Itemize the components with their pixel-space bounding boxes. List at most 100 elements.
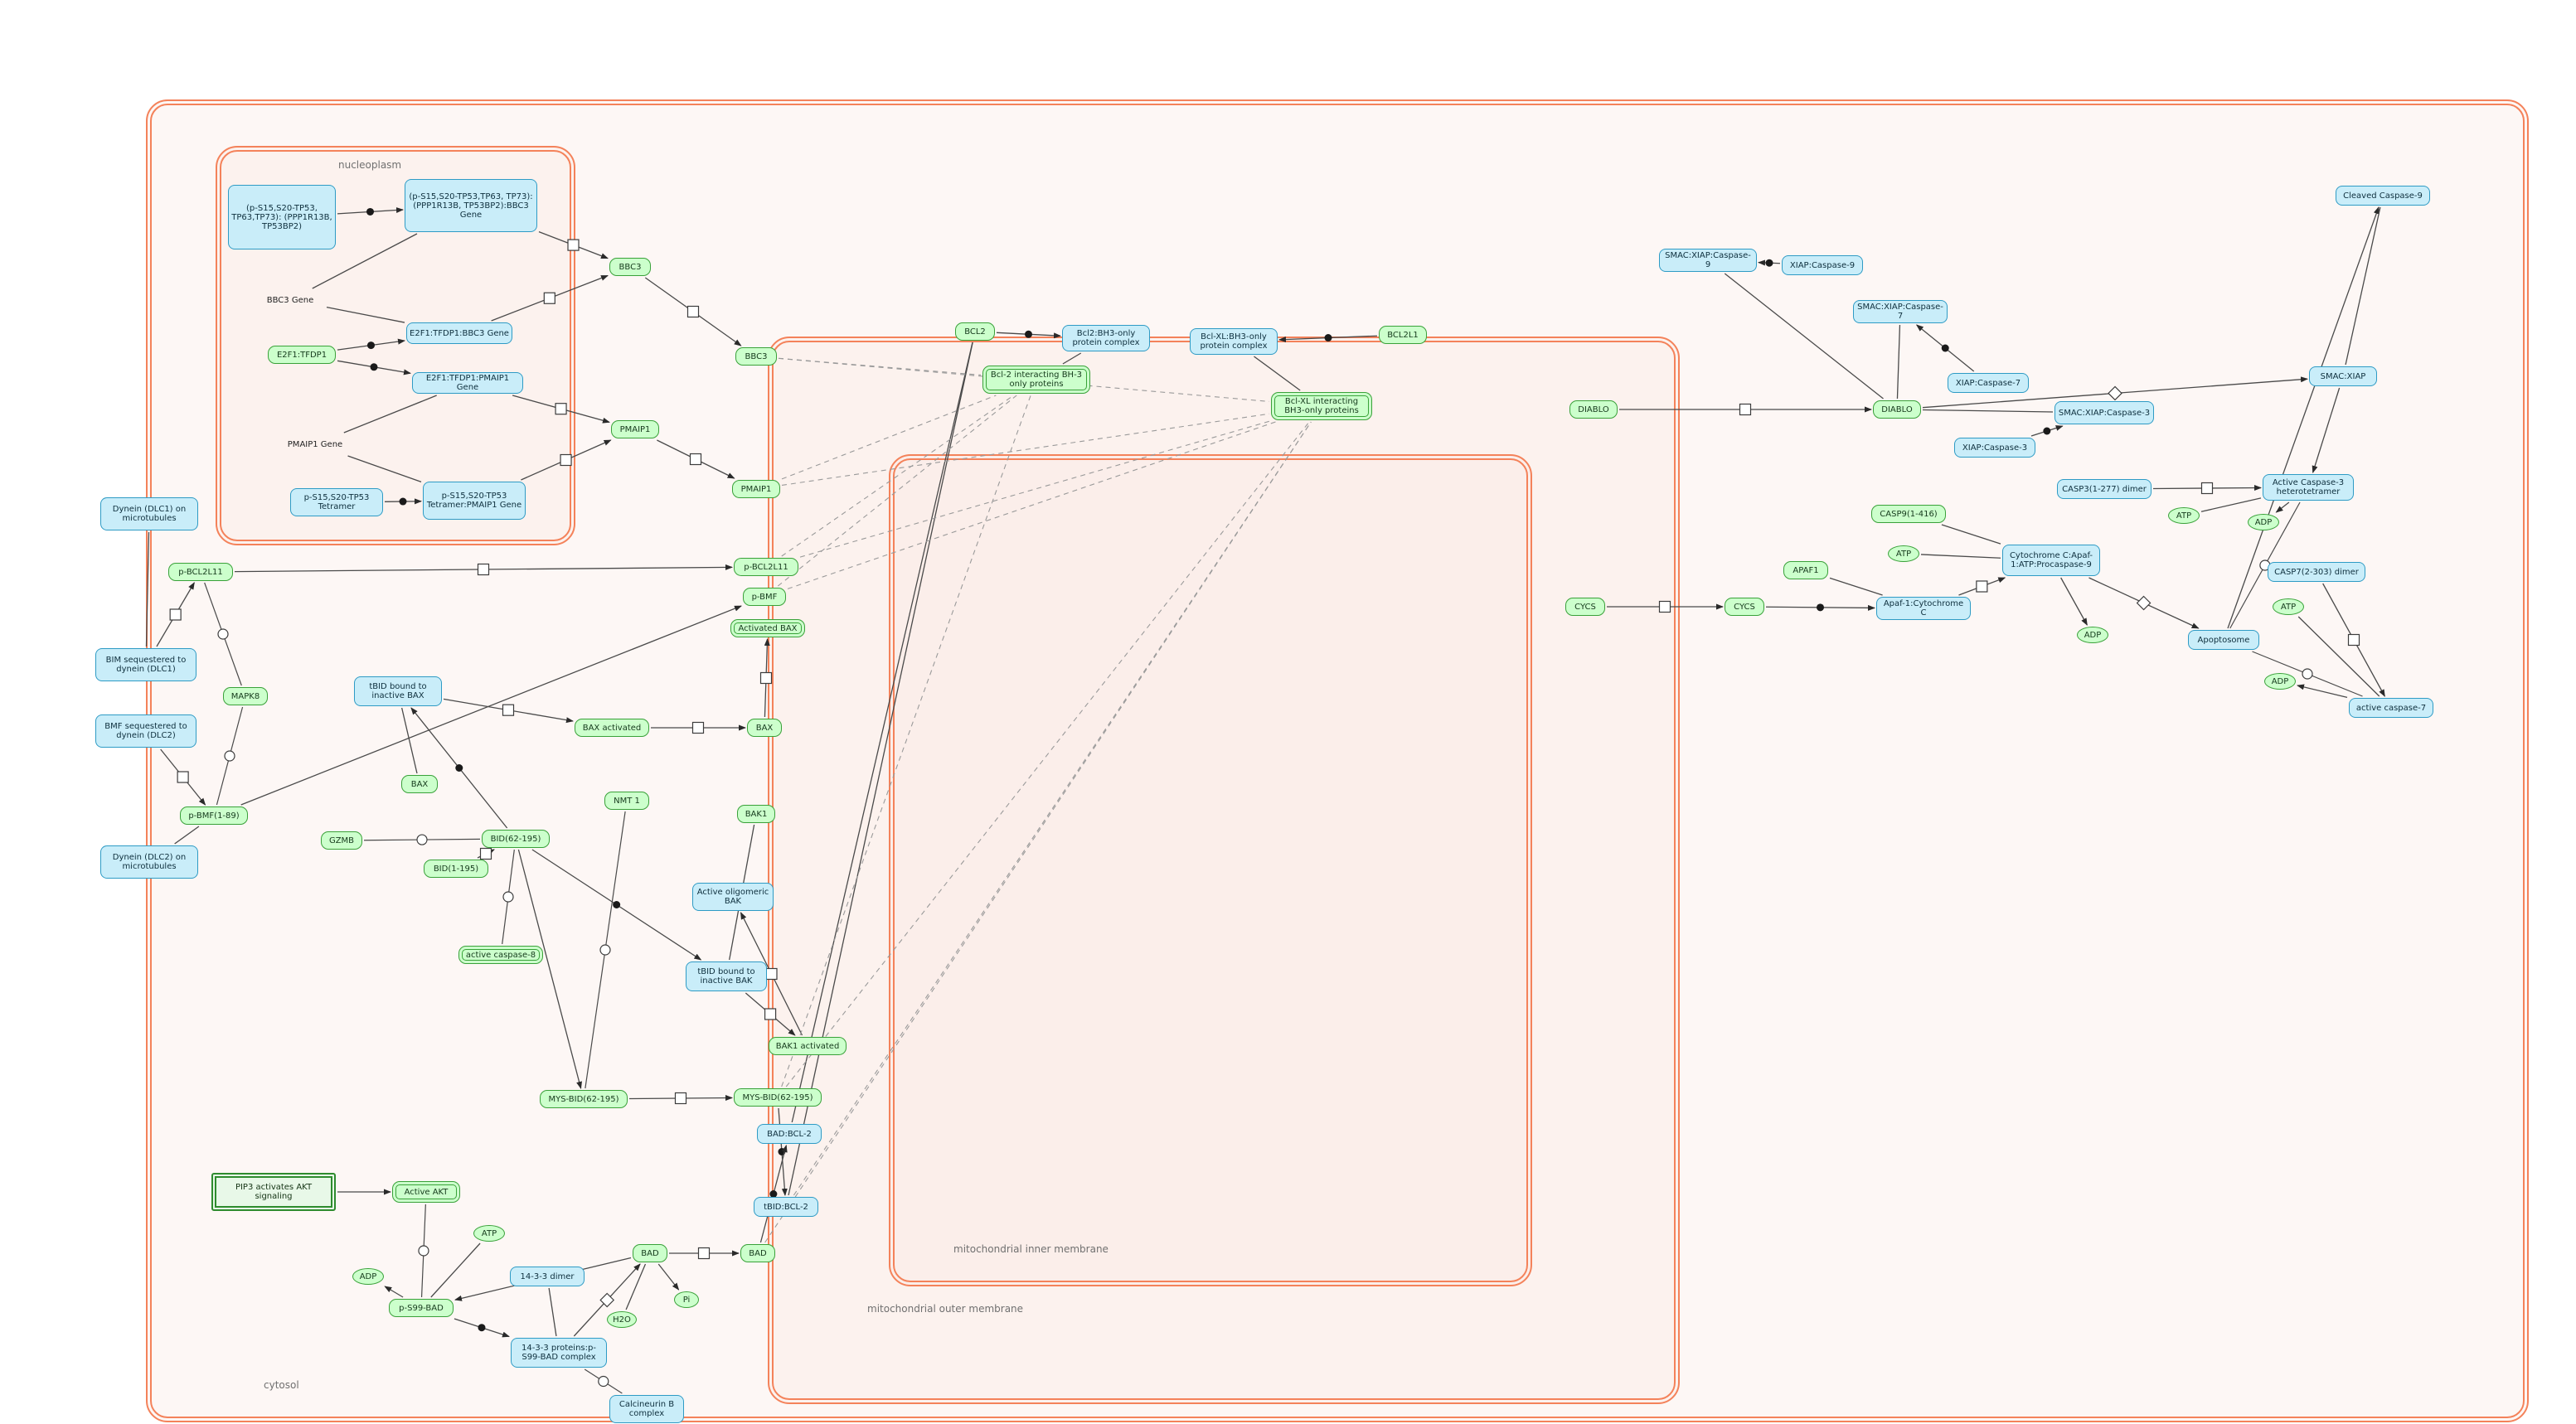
node-mys-bid-right[interactable]: MYS-BID(62-195)	[734, 1088, 822, 1107]
node-apaf1-cytc[interactable]: Apaf-1:Cytochrome C	[1876, 597, 1971, 620]
node-bclxl-interacting[interactable]: Bcl-XL interacting BH3-only proteins	[1271, 392, 1372, 420]
node-bax-membrane[interactable]: BAX	[747, 719, 782, 737]
node-bax-activated[interactable]: BAX activated	[575, 719, 649, 737]
node-mapk8[interactable]: MAPK8	[223, 687, 268, 705]
edge-p-bmf-mito-bcl2-interacting	[777, 395, 1017, 587]
node-bak1-activated[interactable]: BAK1 activated	[769, 1037, 847, 1055]
node-p-s99-bad[interactable]: p-S99-BAD	[389, 1299, 454, 1317]
node-cytc-apaf1-procasp9[interactable]: Cytochrome C:Apaf-1:ATP:Procaspase-9	[2002, 545, 2100, 576]
reaction-glyph	[1817, 603, 1824, 612]
node-complex-14-3-3-bad[interactable]: 14-3-3 proteins:p-S99-BAD complex	[511, 1338, 607, 1368]
node-e2f1-tfdp1-pmaip1-gene[interactable]: E2F1:TFDP1:PMAIP1 Gene	[412, 372, 523, 394]
node-smac-xiap-casp3[interactable]: SMAC:XIAP:Caspase-3	[2054, 401, 2154, 424]
node-pmaip1-gene[interactable]: PMAIP1 Gene	[277, 434, 353, 454]
node-bax-inactive[interactable]: BAX	[401, 775, 438, 793]
edge-dynein-dlc2-p-bmf-1-89	[174, 826, 200, 845]
node-active-casp3[interactable]: Active Caspase-3 heterotetramer	[2263, 474, 2354, 501]
node-p-bcl2l11-left[interactable]: p-BCL2L11	[168, 563, 233, 581]
node-bak1[interactable]: BAK1	[737, 805, 775, 823]
node-active-casp7[interactable]: active caspase-7	[2349, 698, 2433, 718]
node-mys-bid-left[interactable]: MYS-BID(62-195)	[540, 1090, 628, 1108]
node-bbc3-cytosol[interactable]: BBC3	[735, 347, 777, 366]
node-bim-sequestered[interactable]: BIM sequestered to dynein (DLC1)	[95, 648, 196, 681]
node-apoptosome[interactable]: Apoptosome	[2188, 630, 2259, 650]
node-adp-casp3[interactable]: ADP	[2248, 514, 2279, 530]
node-dynein-dlc2[interactable]: Dynein (DLC2) on microtubules	[100, 845, 198, 879]
node-smac-xiap[interactable]: SMAC:XIAP	[2309, 366, 2377, 386]
node-dynein-dlc1[interactable]: Dynein (DLC1) on microtubules	[100, 497, 198, 530]
edge-mys-bid-right-bclxl-interacting	[785, 421, 1310, 1087]
node-activated-bax[interactable]: Activated BAX	[730, 619, 805, 637]
reaction-glyph	[367, 341, 375, 350]
node-diablo-mito[interactable]: DIABLO	[1569, 400, 1618, 419]
node-bad-bcl2[interactable]: BAD:BCL-2	[757, 1124, 822, 1144]
compartment-cytosol	[146, 99, 2529, 1422]
node-cycs-mito[interactable]: CYCS	[1565, 598, 1605, 616]
node-e2f1-tfdp1[interactable]: E2F1:TFDP1	[268, 346, 336, 364]
reaction-glyph	[2108, 385, 2122, 401]
node-cleaved-casp9[interactable]: Cleaved Caspase-9	[2336, 186, 2430, 206]
node-bid-62-195[interactable]: BID(62-195)	[482, 830, 550, 848]
node-smac-xiap-casp9[interactable]: SMAC:XIAP:Caspase-9	[1659, 249, 1757, 272]
node-tbid-bax[interactable]: tBID bound to inactive BAX	[354, 676, 442, 706]
node-xiap-casp7[interactable]: XIAP:Caspase-7	[1948, 373, 2029, 393]
node-bbc3-gene[interactable]: BBC3 Gene	[255, 290, 325, 310]
node-bid-1-195[interactable]: BID(1-195)	[424, 860, 488, 878]
node-bclxl-bh3-complex[interactable]: Bcl-XL:BH3-only protein complex	[1190, 328, 1278, 355]
node-p53-tetramer-pmaip1-gene[interactable]: p-S15,S20-TP53 Tetramer:PMAIP1 Gene	[423, 482, 526, 520]
reaction-glyph	[1941, 344, 1949, 352]
node-tbid-bak[interactable]: tBID bound to inactive BAK	[686, 961, 767, 991]
node-tp53-bbc3-gene-complex[interactable]: (p-S15,S20-TP53,TP63, TP73):(PPP1R13B, T…	[405, 179, 537, 232]
node-pmaip1-cytosol[interactable]: PMAIP1	[732, 480, 780, 498]
node-xiap-casp3[interactable]: XIAP:Caspase-3	[1954, 438, 2035, 458]
node-pi[interactable]: Pi	[674, 1291, 699, 1308]
node-atp-casp3[interactable]: ATP	[2168, 507, 2200, 524]
node-atp-akt[interactable]: ATP	[473, 1225, 505, 1242]
node-bcl2-interacting[interactable]: Bcl-2 interacting BH-3 only proteins	[982, 366, 1090, 394]
node-adp-casp7[interactable]: ADP	[2264, 673, 2296, 690]
node-apaf1[interactable]: APAF1	[1783, 561, 1828, 579]
node-active-caspase-8[interactable]: active caspase-8	[458, 946, 543, 964]
node-casp7-dimer[interactable]: CASP7(2-303) dimer	[2268, 562, 2365, 582]
node-p-bmf-1-89[interactable]: p-BMF(1-89)	[180, 806, 248, 825]
node-bbc3-nucleus[interactable]: BBC3	[609, 258, 651, 276]
reaction-glyph	[477, 563, 490, 576]
node-p-bmf-mito[interactable]: p-BMF	[743, 588, 786, 606]
reaction-glyph	[613, 901, 621, 908]
node-bcl2l1[interactable]: BCL2L1	[1379, 326, 1427, 344]
node-pip3-akt[interactable]: PIP3 activates AKT signaling	[211, 1173, 336, 1211]
node-nmt1[interactable]: NMT 1	[604, 792, 649, 810]
node-atp-apopt[interactable]: ATP	[1888, 545, 1919, 562]
node-xiap-casp9[interactable]: XIAP:Caspase-9	[1782, 255, 1863, 275]
node-casp9-1-416[interactable]: CASP9(1-416)	[1871, 505, 1946, 523]
node-pmaip1-nucleus[interactable]: PMAIP1	[611, 420, 659, 438]
edge-active-casp3-adp-casp3	[2275, 501, 2290, 513]
edge-p-bmf-1-89-p-bmf-mito	[240, 605, 742, 806]
node-adp-akt[interactable]: ADP	[352, 1268, 384, 1285]
node-tbid-bcl2[interactable]: tBID:BCL-2	[754, 1197, 818, 1217]
node-active-akt[interactable]: Active AKT	[392, 1181, 460, 1203]
reaction-glyph	[2302, 668, 2313, 680]
node-calcineurin[interactable]: Calcineurin B complex	[609, 1395, 684, 1423]
node-casp3-dimer[interactable]: CASP3(1-277) dimer	[2057, 479, 2152, 499]
node-active-oligomeric-bak[interactable]: Active oligomeric BAK	[692, 883, 774, 911]
node-cycs-cytosol[interactable]: CYCS	[1725, 598, 1764, 616]
node-bcl2-bh3-complex[interactable]: Bcl2:BH3-only protein complex	[1062, 325, 1150, 351]
node-e2f1-tfdp1-bbc3-gene[interactable]: E2F1:TFDP1:BBC3 Gene	[406, 322, 512, 344]
node-tp53-complex[interactable]: (p-S15,S20-TP53, TP63,TP73): (PPP1R13B, …	[228, 185, 336, 249]
reaction-glyph	[2043, 427, 2051, 435]
reaction-glyph	[674, 1092, 687, 1105]
node-p53-tetramer[interactable]: p-S15,S20-TP53 Tetramer	[290, 488, 383, 516]
node-h2o[interactable]: H2O	[607, 1311, 637, 1328]
node-bcl2[interactable]: BCL2	[955, 322, 995, 341]
node-diablo-cytosol[interactable]: DIABLO	[1873, 400, 1921, 419]
node-dimer-14-3-3[interactable]: 14-3-3 dimer	[510, 1267, 585, 1286]
node-adp-apopt[interactable]: ADP	[2077, 627, 2108, 643]
node-gzmb[interactable]: GZMB	[321, 831, 362, 850]
node-bad-membrane[interactable]: BAD	[740, 1244, 775, 1262]
node-p-bcl2l11-mito[interactable]: p-BCL2L11	[734, 558, 798, 576]
node-bad-cytosol[interactable]: BAD	[633, 1244, 667, 1262]
node-smac-xiap-casp7[interactable]: SMAC:XIAP:Caspase-7	[1853, 300, 1948, 323]
node-atp-casp7[interactable]: ATP	[2273, 598, 2304, 615]
node-bmf-sequestered[interactable]: BMF sequestered to dynein (DLC2)	[95, 714, 196, 748]
